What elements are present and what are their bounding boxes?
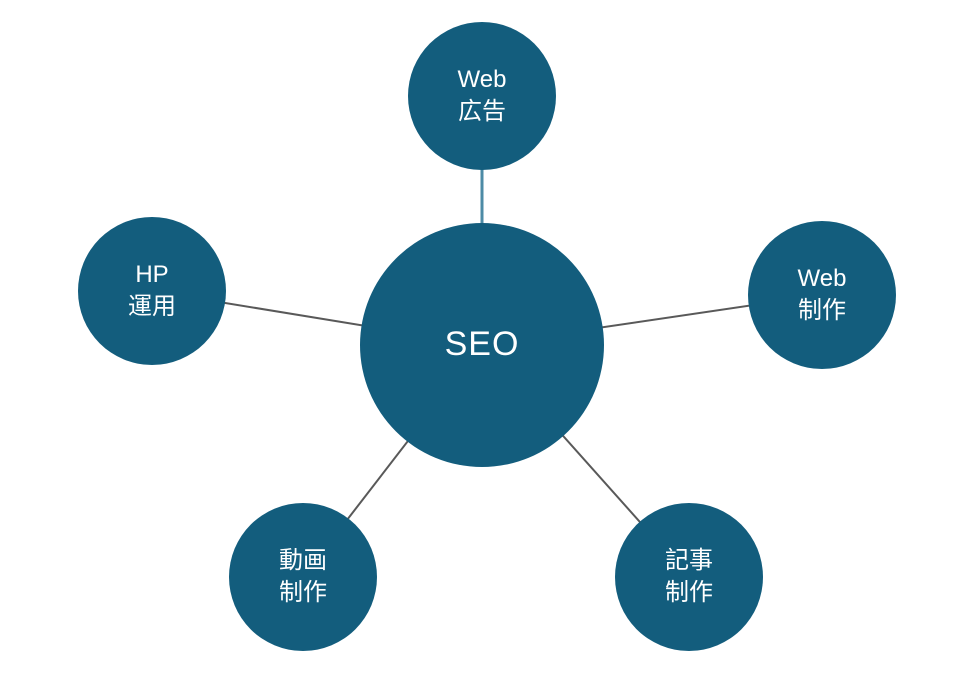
node-seo: SEO [360,223,604,467]
node-hp-operation: HP 運用 [78,217,226,365]
node-video-production: 動画 制作 [229,503,377,651]
node-video-production-label: 動画 制作 [279,546,327,606]
node-web-ads: Web 広告 [408,22,556,170]
node-article-production: 記事 制作 [615,503,763,651]
node-seo-label: SEO [444,325,520,364]
node-web-ads-label: Web 広告 [457,65,507,125]
node-web-production: Web 制作 [748,221,896,369]
node-web-production-label: Web 制作 [797,264,847,324]
node-hp-operation-label: HP 運用 [128,260,176,320]
node-article-production-label: 記事 制作 [665,546,713,606]
